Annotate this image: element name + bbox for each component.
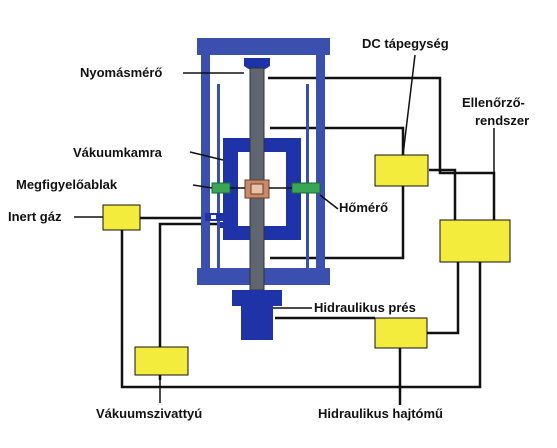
leader-thermometer (319, 194, 339, 210)
frame-left-column (201, 55, 210, 268)
label-dc-power-supply: DC tápegység (362, 36, 449, 51)
label-pressure-gauge: Nyomásmérő (80, 65, 162, 80)
upper-rod (249, 67, 265, 181)
wire-dc-upper (270, 126, 405, 155)
frame-right-column (316, 55, 325, 268)
observation-window (211, 182, 231, 194)
label-observation-window: Megfigyelőablak (16, 177, 118, 192)
wire-inert-to-bottom (120, 230, 482, 389)
hydraulic-press (232, 290, 282, 340)
vacuum-pump-box (134, 346, 189, 376)
thermometer-port (291, 182, 321, 194)
label-hydraulic-press: Hidraulikus prés (314, 300, 416, 315)
label-inert-gas: Inert gáz (8, 209, 62, 224)
label-vacuum-chamber: Vákuumkamra (73, 145, 163, 160)
control-system-box (439, 219, 511, 263)
wire-dc-lower (270, 186, 405, 260)
label-control-system-line2: rendszer (475, 113, 529, 128)
electrode-rods (249, 67, 265, 291)
inert-gas-box (102, 204, 141, 231)
leader-vacuum-chamber (189, 151, 224, 161)
sample (250, 183, 264, 195)
label-control-system-line1: Ellenőrző- (462, 95, 525, 110)
frame-top-beam (197, 38, 330, 55)
lower-rod (249, 197, 265, 291)
wire-gauge-to-control (268, 76, 496, 220)
frame-left-inner-rail (217, 84, 220, 268)
wire-drive-to-control (427, 262, 460, 335)
wire-dc-to-control (429, 168, 457, 220)
label-hydraulic-drive: Hidraulikus hajtómű (318, 406, 443, 421)
wire-chamber-to-pump (158, 222, 236, 347)
leader-dc (402, 54, 416, 156)
sample-assembly (244, 179, 270, 199)
chamber-ports (205, 213, 238, 228)
dc-power-supply-box (374, 154, 429, 187)
label-vacuum-pump: Vákuumszivattyú (96, 406, 202, 421)
leader-observation-window (192, 184, 213, 189)
label-thermometer: Hőmérő (339, 200, 388, 215)
frame-right-inner-rail (306, 84, 309, 268)
hydraulic-drive-box (374, 317, 428, 349)
leader-lines (74, 54, 495, 403)
